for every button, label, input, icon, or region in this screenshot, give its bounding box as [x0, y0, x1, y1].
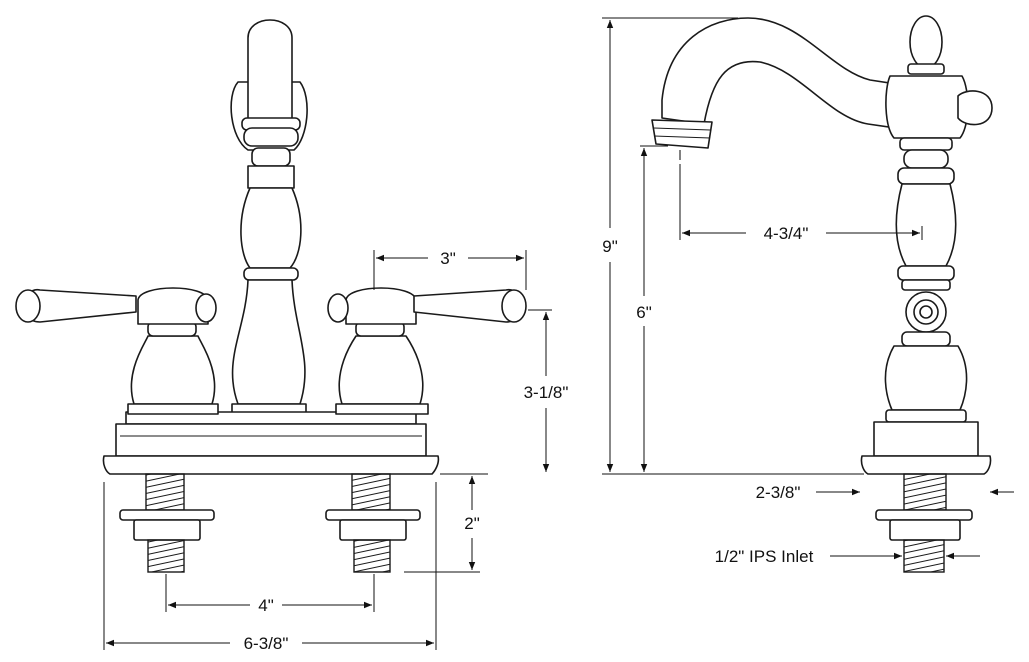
dimension-handle-height: 3-1/8" — [524, 309, 569, 472]
dimension-base-depth: 2-3/8" — [756, 483, 1014, 502]
side-body — [860, 15, 993, 475]
label-center-spacing: 4" — [258, 596, 274, 615]
front-spout — [230, 19, 308, 417]
label-handle-height: 3-1/8" — [524, 383, 569, 402]
side-shank — [875, 473, 973, 573]
label-base-depth: 2-3/8" — [756, 483, 801, 502]
dimension-inlet: 1/2" IPS Inlet — [715, 547, 980, 566]
label-spout-height: 6" — [636, 303, 652, 322]
label-spout-reach: 4-3/4" — [764, 224, 809, 243]
dimension-base-width: 6-3/8" — [103, 482, 437, 653]
front-left-handle — [15, 287, 219, 415]
front-left-shank — [119, 473, 215, 573]
dimension-spout-height: 6" — [636, 145, 668, 472]
front-view: 3" 3-1/8" 2" 4" — [15, 19, 569, 653]
dimension-center-spacing: 4" — [165, 574, 375, 615]
label-handle-spread: 3" — [440, 249, 456, 268]
front-right-handle — [327, 287, 527, 415]
side-spout — [651, 17, 897, 160]
front-base — [102, 411, 440, 475]
dimension-shank-length: 2" — [404, 473, 488, 573]
label-shank-length: 2" — [464, 514, 480, 533]
dimension-total-height: 9" — [602, 17, 864, 475]
side-view: 9" 6" 4-3/4" 2-3/8" 1/2" IPS Inlet — [602, 15, 1014, 573]
label-ips-inlet: 1/2" IPS Inlet — [715, 547, 814, 566]
label-total-height: 9" — [602, 237, 618, 256]
dimension-handle-spread: 3" — [373, 249, 527, 290]
dimension-spout-reach: 4-3/4" — [679, 164, 923, 243]
front-right-shank — [325, 473, 421, 573]
label-base-width: 6-3/8" — [244, 634, 289, 653]
